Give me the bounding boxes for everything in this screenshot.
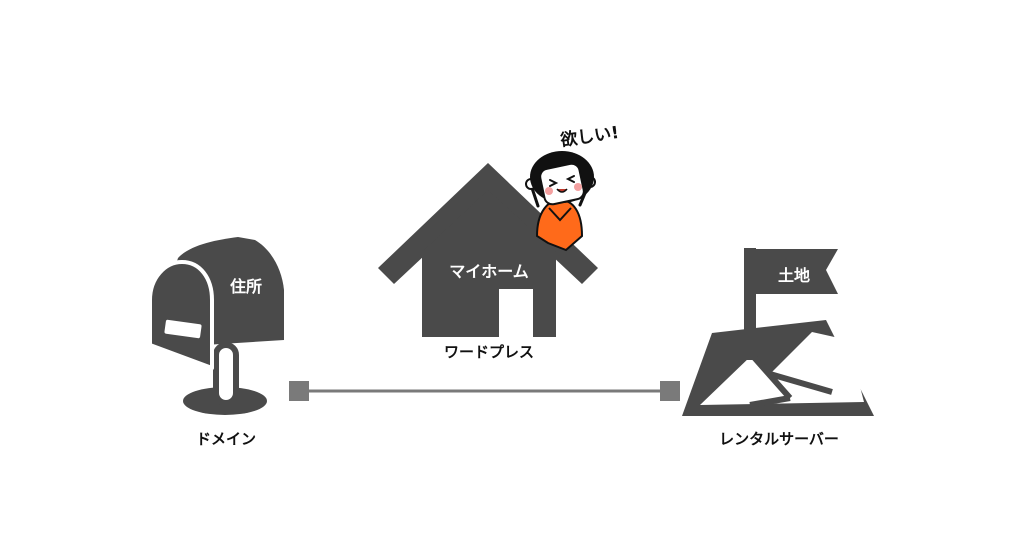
mailbox-icon — [148, 237, 284, 415]
domain-label: ドメイン — [195, 430, 257, 448]
girl-character-icon — [525, 151, 596, 252]
connector-end-left — [289, 381, 309, 401]
mailbox-inner-label: 住所 — [229, 277, 263, 296]
connector-line — [289, 381, 680, 401]
house-inner-label: マイホーム — [449, 262, 529, 281]
house-icon — [378, 163, 598, 337]
land-flag-icon — [682, 248, 874, 416]
connector-end-right — [660, 381, 680, 401]
server-label: レンタルサーバー — [719, 430, 839, 448]
wordpress-label: ワードプレス — [443, 343, 535, 361]
flag-inner-label: 土地 — [777, 266, 811, 285]
